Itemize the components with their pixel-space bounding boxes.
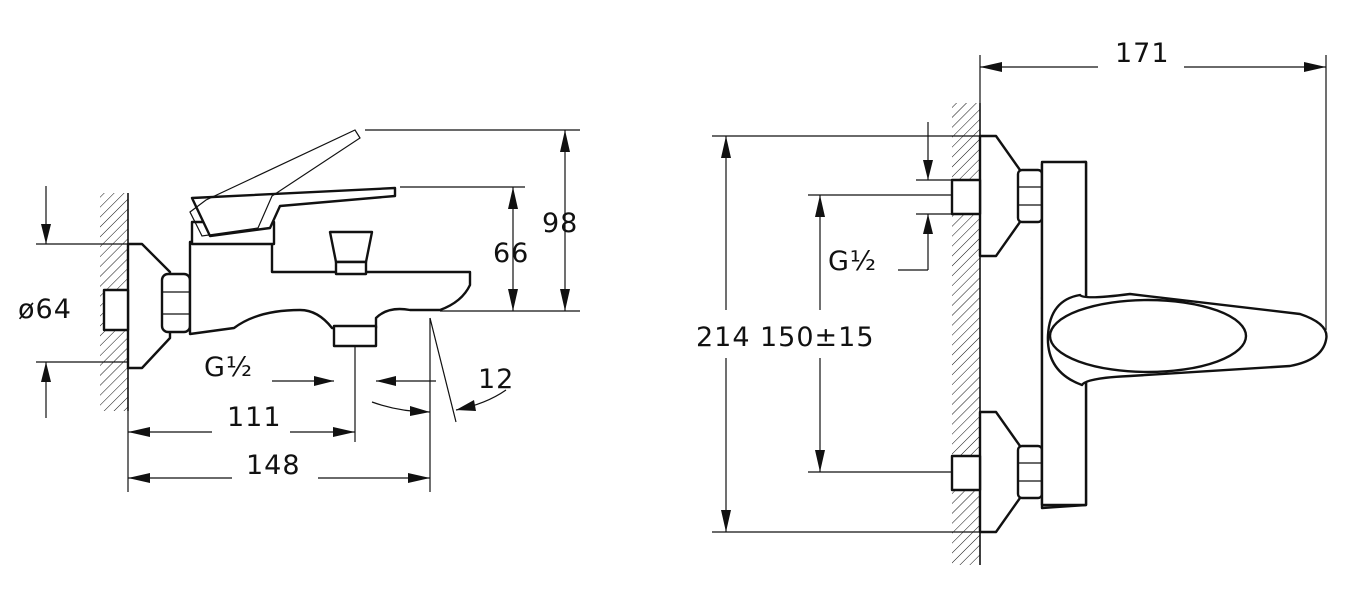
side-diverter-knob [328,230,374,264]
dim-outlet-distance: 111 [227,402,282,433]
front-wall-hatch [952,103,980,565]
side-lever-low [190,186,397,238]
side-lever-high [189,129,361,237]
side-union-nut [160,272,192,334]
dim-height-lever: 98 [542,208,578,239]
dim-wall-diameter: ø64 [18,294,72,325]
dim-depth: 171 [1115,38,1170,69]
side-body [188,240,472,336]
side-outlet [332,324,378,348]
side-inlet-pipe [102,288,130,332]
side-escutcheon [126,242,172,370]
front-lever-cap [1048,298,1248,374]
dim-total-height: 214 [696,322,751,353]
dim-angle: 12 [478,364,514,395]
front-escutcheon-top [978,134,1022,258]
front-view: 171 G½ 214 150±15 [696,38,1328,565]
front-escutcheon-bottom [978,410,1022,534]
side-view: ø64 98 66 G½ 12 111 [18,129,580,492]
dim-inlet-thread: G½ [828,246,877,277]
dim-outlet-thread: G½ [204,352,253,383]
dim-height-spout: 66 [493,238,529,269]
dim-spout-length: 148 [246,450,301,481]
dim-inlet-spacing: 150±15 [760,322,875,353]
